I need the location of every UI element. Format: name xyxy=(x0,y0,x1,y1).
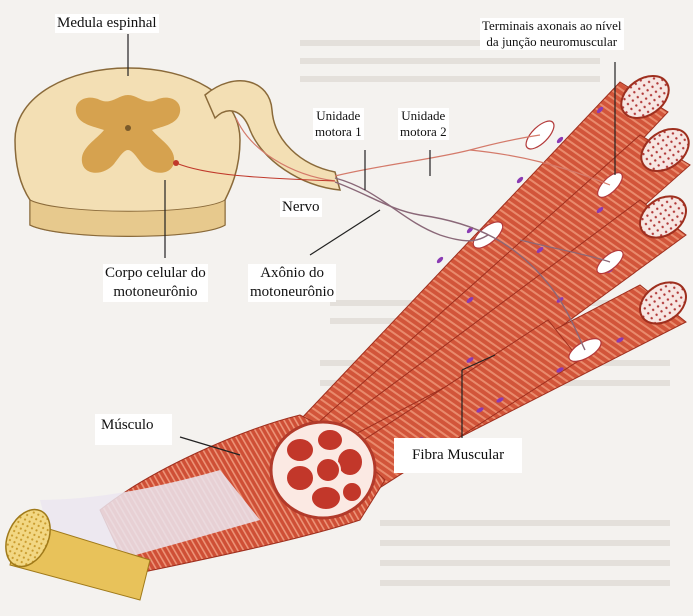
label-axon: Axônio do motoneurônio xyxy=(248,264,336,302)
label-cell-body-line2: motoneurônio xyxy=(105,283,206,302)
label-cell-body-line1: Corpo celular do xyxy=(105,264,206,283)
label-muscle-text: Músculo xyxy=(101,417,154,433)
label-cell-body: Corpo celular do motoneurônio xyxy=(103,264,208,302)
label-nerve: Nervo xyxy=(280,198,322,217)
label-axon-line2: motoneurônio xyxy=(250,283,334,302)
label-axon-terminals: Terminais axonais ao nível da junção neu… xyxy=(480,18,624,50)
label-spinal-cord: Medula espinhal xyxy=(55,14,159,33)
label-motor-unit-1-line1: Unidade xyxy=(315,108,362,124)
label-motor-unit-2-line1: Unidade xyxy=(400,108,447,124)
label-axon-terminals-line1: Terminais axonais ao nível xyxy=(482,18,622,34)
label-axon-line1: Axônio do xyxy=(250,264,334,283)
label-muscle-fiber: Fibra Muscular xyxy=(394,438,522,473)
label-motor-unit-1-line2: motora 1 xyxy=(315,124,362,140)
label-nerve-text: Nervo xyxy=(282,199,320,215)
label-motor-unit-2: Unidade motora 2 xyxy=(398,108,449,140)
label-axon-terminals-line2: da junção neuromuscular xyxy=(482,34,622,50)
label-motor-unit-2-line2: motora 2 xyxy=(400,124,447,140)
label-muscle-fiber-text: Fibra Muscular xyxy=(412,447,504,463)
label-motor-unit-1: Unidade motora 1 xyxy=(313,108,364,140)
label-spinal-cord-text: Medula espinhal xyxy=(57,15,157,31)
label-muscle: Músculo xyxy=(95,414,172,445)
